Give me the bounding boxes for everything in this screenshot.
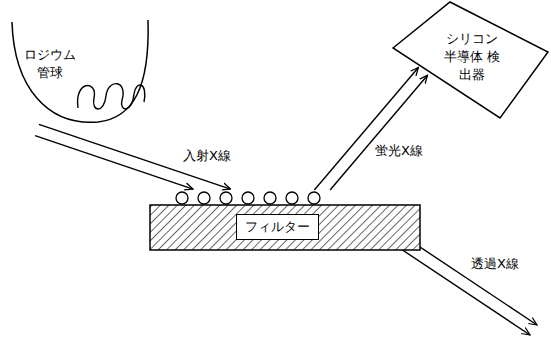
particle: [220, 192, 232, 204]
sample-particles: [176, 192, 320, 204]
detector: シリコン 半導体 検出器: [393, 2, 548, 118]
x-ray-tube: ロジウム 管球: [8, 18, 153, 130]
outline: [12, 20, 148, 122]
text-block: ロジウム 管球: [20, 46, 80, 82]
arrow-line: [35, 136, 193, 189]
particle: [176, 192, 188, 204]
arrow-line: [330, 75, 427, 190]
filter-plate: [150, 205, 420, 250]
arrow-line: [314, 67, 418, 190]
particle: [242, 192, 254, 204]
filter-box: フィルター: [236, 214, 319, 240]
tube-outline: [8, 18, 153, 130]
node-label: フィルター: [245, 218, 310, 236]
particle: [264, 192, 276, 204]
text-block: シリコン 半導体 検出器: [440, 30, 504, 85]
particle: [286, 192, 298, 204]
edge-label: 蛍光X線: [372, 143, 426, 160]
arrow-line: [402, 235, 537, 325]
transmitted-xray-label: 透過X線: [468, 256, 522, 273]
arrow-line: [395, 245, 530, 335]
particle: [308, 192, 320, 204]
fluorescent-xray-arrow: [314, 67, 427, 190]
outline: [393, 2, 548, 118]
node-label: シリコン 半導体 検出器: [440, 30, 504, 85]
edge-label: 入射X線: [180, 148, 234, 165]
filament-coil: [78, 84, 145, 109]
node-label: ロジウム 管球: [20, 46, 80, 82]
particle: [198, 192, 210, 204]
